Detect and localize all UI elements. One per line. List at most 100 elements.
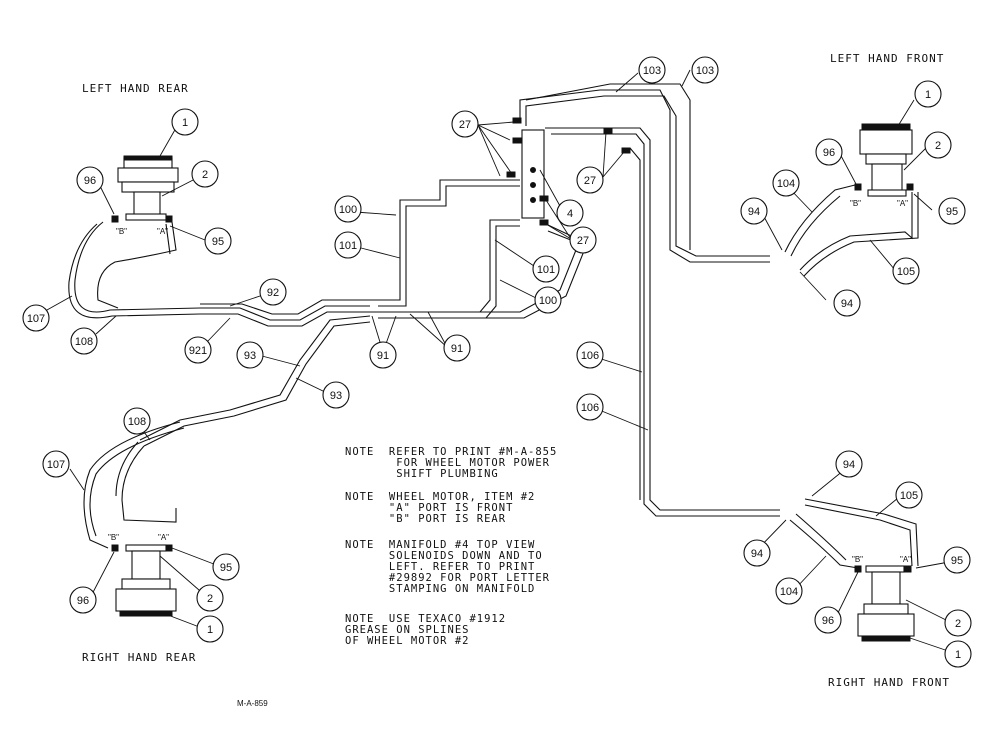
wheel-motor-left-front [854, 123, 914, 197]
note-1-line-1: NOTE REFER TO PRINT #M-A-855 [345, 446, 557, 458]
wheel-motor-left-rear [111, 155, 179, 223]
callout-94-right-front-upper: 94 [835, 450, 863, 478]
callout-107-left-rear: 107 [22, 304, 50, 332]
callout-96-left-rear: 96 [76, 166, 104, 194]
drawing-number: M-A-859 [237, 699, 268, 708]
note-2-line-1: NOTE WHEEL MOTOR, ITEM #2 [345, 491, 535, 503]
callout-104-left-front: 104 [772, 169, 800, 197]
callout-96-right-rear: 96 [69, 586, 97, 614]
callout-108-right-rear: 108 [123, 407, 151, 435]
callout-2-right-front: 2 [944, 609, 972, 637]
svg-text:93: 93 [330, 390, 342, 402]
callout-105-right-front: 105 [895, 481, 923, 509]
svg-text:4: 4 [567, 208, 573, 220]
svg-text:2: 2 [955, 618, 961, 630]
svg-text:105: 105 [897, 266, 915, 278]
callout-91-left: 91 [369, 341, 397, 369]
callout-100-left: 100 [334, 195, 362, 223]
port-a-left-rear: "A" [157, 227, 168, 236]
title-right-hand-front: RIGHT HAND FRONT [828, 676, 950, 689]
port-b-right-rear: "B" [108, 533, 119, 542]
port-b-left-rear: "B" [116, 227, 127, 236]
callout-101-left: 101 [334, 231, 362, 259]
manifold [506, 117, 631, 226]
callout-1-right-front: 1 [944, 640, 972, 668]
port-a-left-front: "A" [897, 199, 908, 208]
svg-text:91: 91 [377, 350, 389, 362]
wheel-motor-right-rear [111, 544, 177, 617]
svg-text:1: 1 [925, 89, 931, 101]
svg-text:105: 105 [900, 490, 918, 502]
port-b-right-front: "B" [852, 555, 863, 564]
note-2-line-3: "B" PORT IS REAR [345, 513, 506, 525]
callout-103-left: 103 [638, 56, 666, 84]
svg-text:100: 100 [539, 295, 557, 307]
port-b-left-front: "B" [850, 199, 861, 208]
callout-103-right: 103 [691, 56, 719, 84]
callout-108-left-rear: 108 [70, 327, 98, 355]
svg-text:94: 94 [841, 298, 853, 310]
callout-95-left-front: 95 [938, 197, 966, 225]
svg-text:91: 91 [451, 343, 463, 355]
callout-921: 921 [184, 336, 212, 364]
callout-27-bottom: 27 [569, 226, 597, 254]
notes-block: NOTE REFER TO PRINT #M-A-855 FOR WHEEL M… [345, 446, 557, 647]
svg-text:95: 95 [946, 206, 958, 218]
callout-104-right-front: 104 [775, 577, 803, 605]
svg-text:107: 107 [27, 313, 45, 325]
callout-107-right-rear: 107 [42, 450, 70, 478]
svg-text:104: 104 [777, 178, 795, 190]
callout-95-right-front: 95 [943, 546, 971, 574]
callout-1-right-rear: 1 [196, 615, 224, 643]
callout-95-right-rear: 95 [212, 553, 240, 581]
svg-text:27: 27 [459, 119, 471, 131]
svg-text:92: 92 [267, 287, 279, 299]
port-a-right-rear: "A" [158, 533, 169, 542]
callout-1-left-front: 1 [914, 80, 942, 108]
svg-text:96: 96 [84, 175, 96, 187]
svg-text:103: 103 [696, 65, 714, 77]
callout-96-right-front: 96 [814, 606, 842, 634]
callout-105-left-front: 105 [892, 257, 920, 285]
svg-text:106: 106 [581, 350, 599, 362]
callout-2-left-front: 2 [924, 131, 952, 159]
svg-text:1: 1 [182, 117, 188, 129]
svg-text:104: 104 [780, 586, 798, 598]
callout-2-right-rear: 2 [196, 584, 224, 612]
callout-106-lower: 106 [576, 393, 604, 421]
svg-text:96: 96 [823, 147, 835, 159]
note-4-line-2: GREASE ON SPLINES [345, 624, 469, 636]
hose-lines [68, 83, 919, 569]
svg-text:1: 1 [207, 624, 213, 636]
callout-106-upper: 106 [576, 341, 604, 369]
callout-93-upper: 93 [236, 341, 264, 369]
note-3-line-5: STAMPING ON MANIFOLD [345, 583, 535, 595]
callout-4: 4 [556, 199, 584, 227]
note-2-line-2: "A" PORT IS FRONT [345, 502, 513, 514]
callout-27-right: 27 [576, 166, 604, 194]
svg-text:2: 2 [207, 593, 213, 605]
svg-text:94: 94 [748, 206, 760, 218]
svg-text:93: 93 [244, 350, 256, 362]
note-3-line-3: LEFT. REFER TO PRINT [345, 561, 535, 573]
svg-text:1: 1 [955, 649, 961, 661]
svg-text:96: 96 [822, 615, 834, 627]
callout-93-lower: 93 [322, 381, 350, 409]
note-3-line-1: NOTE MANIFOLD #4 TOP VIEW [345, 539, 535, 551]
title-left-hand-front: LEFT HAND FRONT [830, 52, 944, 65]
callout-27-left: 27 [451, 110, 479, 138]
note-4-line-1: NOTE USE TEXACO #1912 [345, 613, 506, 625]
callout-94-left-front-upper: 94 [740, 197, 768, 225]
callout-94-left-front-lower: 94 [833, 289, 861, 317]
svg-text:94: 94 [751, 548, 763, 560]
svg-text:2: 2 [202, 169, 208, 181]
svg-text:2: 2 [935, 140, 941, 152]
title-right-hand-rear: RIGHT HAND REAR [82, 651, 196, 664]
callout-2-left-rear: 2 [191, 160, 219, 188]
svg-text:106: 106 [581, 402, 599, 414]
callout-1-left-rear: 1 [171, 108, 199, 136]
note-1-line-2: FOR WHEEL MOTOR POWER [345, 457, 550, 469]
note-3-line-4: #29892 FOR PORT LETTER [345, 572, 550, 584]
callout-91-right: 91 [443, 334, 471, 362]
